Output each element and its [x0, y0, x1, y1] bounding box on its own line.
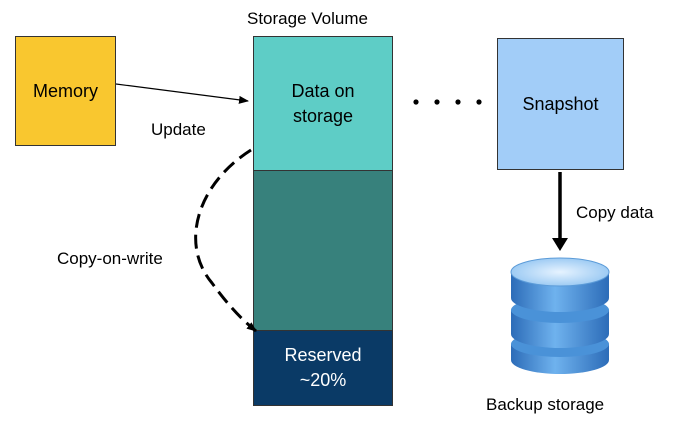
snapshot-box: Snapshot: [497, 38, 624, 170]
backup-storage-label: Backup storage: [486, 395, 605, 414]
data-on-storage-label: Data on storage: [291, 80, 355, 126]
database-icon: [510, 257, 610, 374]
memory-box: Memory: [15, 36, 116, 146]
reserved-block: Reserved ~20%: [253, 330, 393, 406]
update-label: Update: [151, 120, 206, 139]
reserved-label: Reserved ~20%: [284, 345, 362, 390]
ellipsis-dots: [413, 99, 482, 105]
copy-on-write-label: Copy-on-write: [57, 249, 163, 268]
data-on-storage-block: Data on storage: [253, 36, 393, 171]
snapshot-label: Snapshot: [522, 93, 599, 114]
update-arrow: [115, 83, 249, 104]
volume-middle-block: [253, 170, 393, 331]
copy-data-label: Copy data: [576, 203, 654, 222]
storage-volume-title: Storage Volume: [247, 9, 368, 28]
copy-on-write-arrow: [194, 148, 257, 333]
memory-label: Memory: [32, 80, 98, 101]
